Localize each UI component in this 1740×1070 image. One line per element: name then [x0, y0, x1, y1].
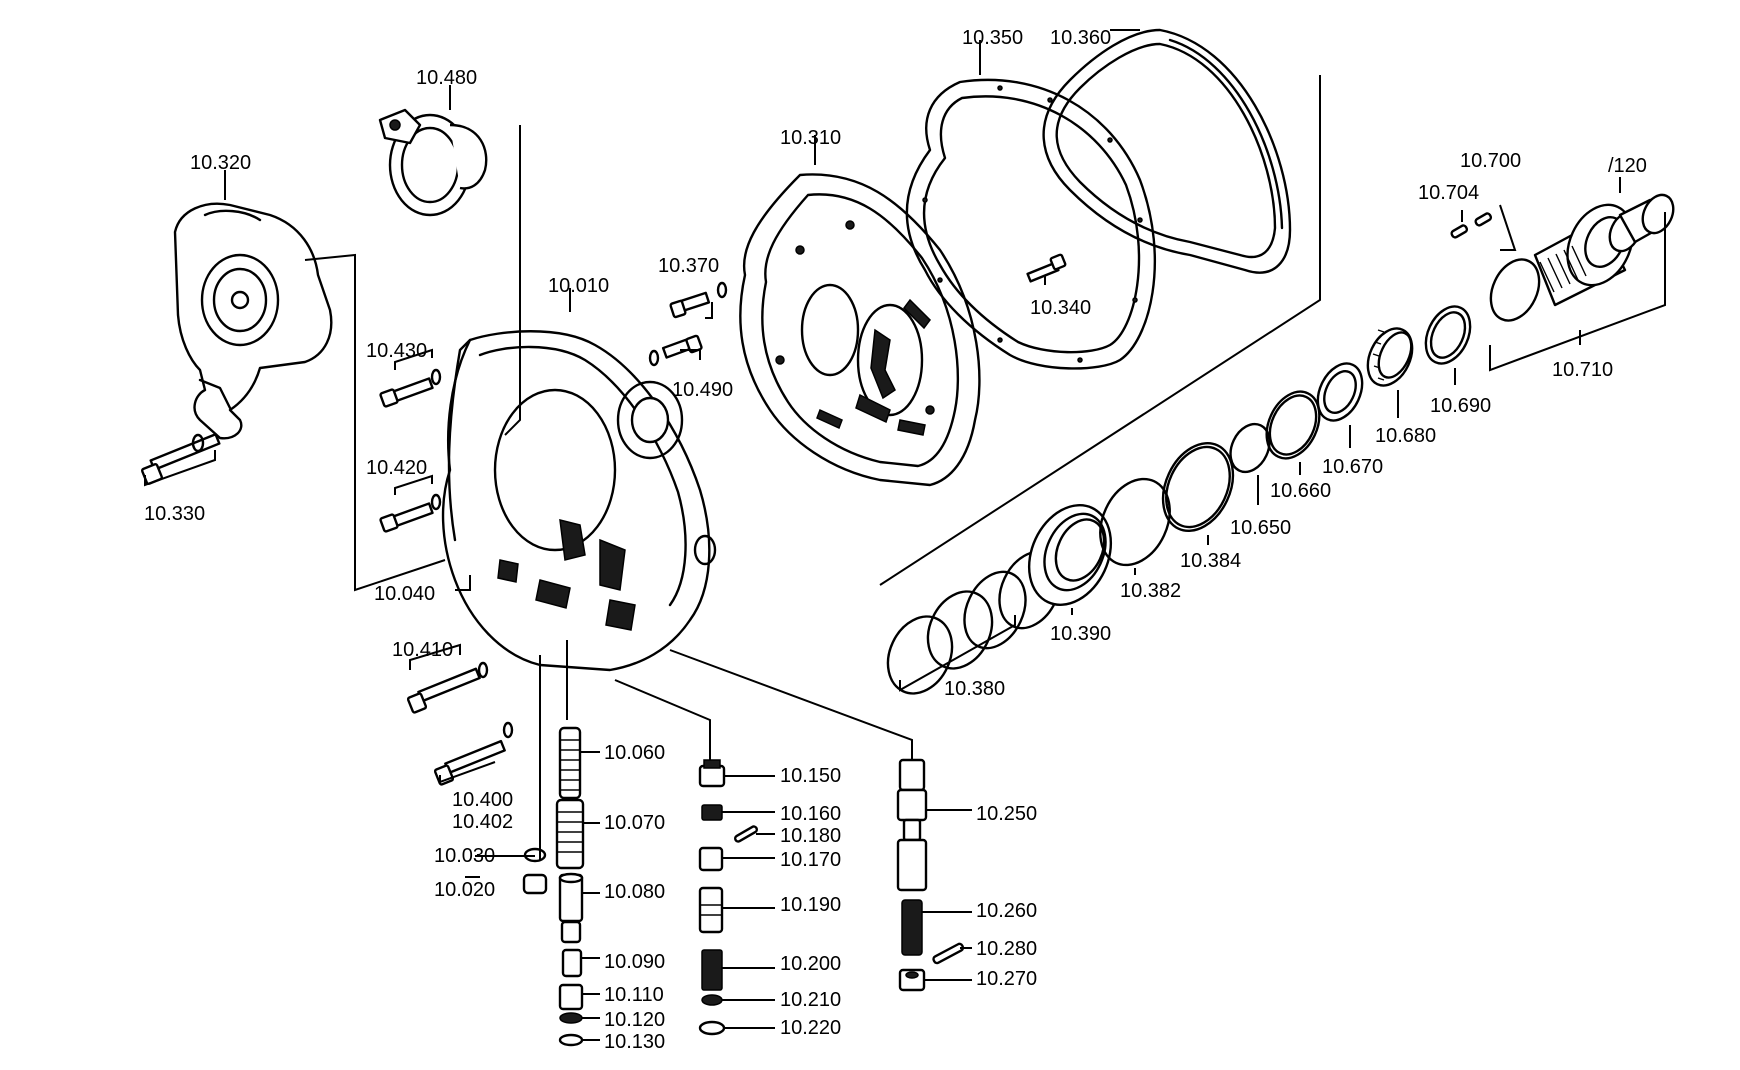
bolt-10-410 — [406, 661, 489, 714]
label-10-070: 10.070 — [604, 812, 665, 834]
pins-10-704 — [1450, 212, 1493, 239]
label-10-210: 10.210 — [780, 989, 841, 1011]
label-10-250: 10.250 — [976, 803, 1037, 825]
label-10-360: 10.360 — [1050, 27, 1111, 49]
part-10-480-sprocket — [378, 108, 488, 217]
label-10-330: 10.330 — [144, 503, 205, 525]
label-10-110: 10.110 — [604, 984, 664, 1006]
label-10-390: 10.390 — [1050, 623, 1111, 645]
valve-stack-right — [896, 758, 965, 992]
label-10-430: 10.430 — [366, 340, 427, 362]
part-labels: 10.350 10.360 10.480 10.310 10.700 /120 … — [144, 27, 1647, 1053]
ring-10-650 — [1229, 422, 1271, 474]
label-10-384: 10.384 — [1180, 550, 1241, 572]
label-10-490: 10.490 — [672, 379, 733, 401]
leader-lines — [144, 29, 1666, 1041]
label-10-120: 10.120 — [604, 1009, 665, 1031]
label-10-220: 10.220 — [780, 1017, 841, 1039]
part-10-310-intermediate-plate — [739, 173, 981, 487]
label-10-310: 10.310 — [780, 127, 841, 149]
label-10-020: 10.020 — [434, 879, 495, 901]
label-10-320: 10.320 — [190, 152, 251, 174]
bolt-10-420 — [379, 493, 442, 533]
bushing-120 — [1608, 193, 1675, 253]
label-10-340: 10.340 — [1030, 297, 1091, 319]
shaft-10-710 — [1489, 203, 1634, 322]
label-10-420: 10.420 — [366, 457, 427, 479]
label-10-700: 10.700 — [1460, 150, 1521, 172]
label-10-680: 10.680 — [1375, 425, 1436, 447]
bolt-10-400 — [433, 721, 514, 786]
label-120: /120 — [1608, 155, 1647, 177]
ring-10-382 — [1099, 477, 1171, 567]
label-10-370: 10.370 — [658, 255, 719, 277]
label-10-690: 10.690 — [1430, 395, 1491, 417]
ring-10-690 — [1424, 305, 1472, 365]
label-10-480: 10.480 — [416, 67, 477, 89]
bolt-10-340 — [1026, 253, 1067, 283]
label-10-382: 10.382 — [1120, 580, 1181, 602]
label-10-704: 10.704 — [1418, 182, 1479, 204]
label-10-270: 10.270 — [976, 968, 1037, 990]
label-10-190: 10.190 — [780, 894, 841, 916]
label-10-260: 10.260 — [976, 900, 1037, 922]
ring-10-384 — [1161, 441, 1235, 533]
label-10-030: 10.030 — [434, 845, 495, 867]
label-10-670: 10.670 — [1322, 456, 1383, 478]
valve-stack-middle — [698, 759, 758, 1036]
seal-10-390 — [1027, 504, 1113, 606]
label-10-380: 10.380 — [944, 678, 1005, 700]
label-10-040: 10.040 — [374, 583, 435, 605]
label-10-130: 10.130 — [604, 1031, 665, 1053]
bolt-10-430 — [379, 368, 442, 408]
part-10-350-plate-gasket — [905, 78, 1157, 370]
bolt-10-330 — [140, 433, 221, 486]
label-10-060: 10.060 — [604, 742, 665, 764]
label-10-160: 10.160 — [780, 803, 841, 825]
label-10-170: 10.170 — [780, 849, 841, 871]
valve-stack-left — [522, 726, 585, 1047]
ring-10-670 — [1316, 362, 1364, 422]
label-10-080: 10.080 — [604, 881, 665, 903]
label-10-180: 10.180 — [780, 825, 841, 847]
label-10-350: 10.350 — [962, 27, 1023, 49]
label-10-150: 10.150 — [780, 765, 841, 787]
label-10-090: 10.090 — [604, 951, 665, 973]
label-10-400: 10.400 — [452, 789, 513, 811]
bolt-10-370 — [669, 281, 728, 319]
ring-10-680 — [1366, 327, 1414, 387]
label-10-710: 10.710 — [1552, 359, 1613, 381]
label-10-650: 10.650 — [1230, 517, 1291, 539]
label-10-200: 10.200 — [780, 953, 841, 975]
ring-10-660 — [1265, 390, 1321, 460]
label-10-402: 10.402 — [452, 811, 513, 833]
label-10-660: 10.660 — [1270, 480, 1331, 502]
part-10-010-main-housing — [441, 330, 717, 672]
part-10-360-gasket — [1042, 28, 1292, 274]
label-10-010: 10.010 — [548, 275, 609, 297]
label-10-410: 10.410 — [392, 639, 453, 661]
part-10-320-pump-housing — [173, 202, 333, 440]
label-10-280: 10.280 — [976, 938, 1037, 960]
